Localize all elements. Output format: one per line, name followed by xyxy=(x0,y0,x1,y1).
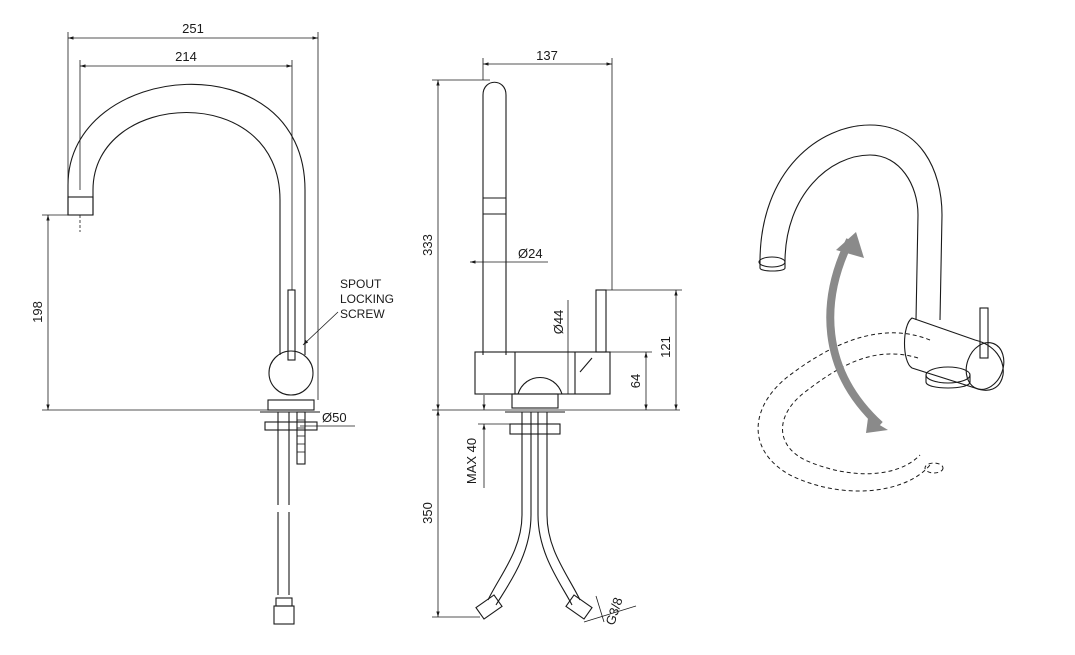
dim-198: 198 xyxy=(30,301,45,323)
dim-thread: G3/8 xyxy=(603,595,626,626)
label-screw-1: SPOUT xyxy=(340,277,382,291)
side-view: 137 333 Ø24 Ø44 121 64 MAX 40 350 G3/8 xyxy=(420,48,682,627)
dim-214: 214 xyxy=(175,49,197,64)
label-screw-3: SCREW xyxy=(340,307,385,321)
dim-dia44: Ø44 xyxy=(551,310,566,335)
dim-max40: MAX 40 xyxy=(464,438,479,484)
dim-251: 251 xyxy=(182,21,204,36)
dim-dia24: Ø24 xyxy=(518,246,543,261)
dim-350: 350 xyxy=(420,502,435,524)
dim-64: 64 xyxy=(628,374,643,388)
dim-121: 121 xyxy=(658,336,673,358)
dim-137: 137 xyxy=(536,48,558,63)
label-screw-2: LOCKING xyxy=(340,292,394,306)
dim-dia50: Ø50 xyxy=(322,410,347,425)
front-view: 251 214 198 SPOUT LOCKING SCREW Ø50 xyxy=(30,21,394,625)
perspective-view xyxy=(757,124,1005,492)
dim-333: 333 xyxy=(420,234,435,256)
